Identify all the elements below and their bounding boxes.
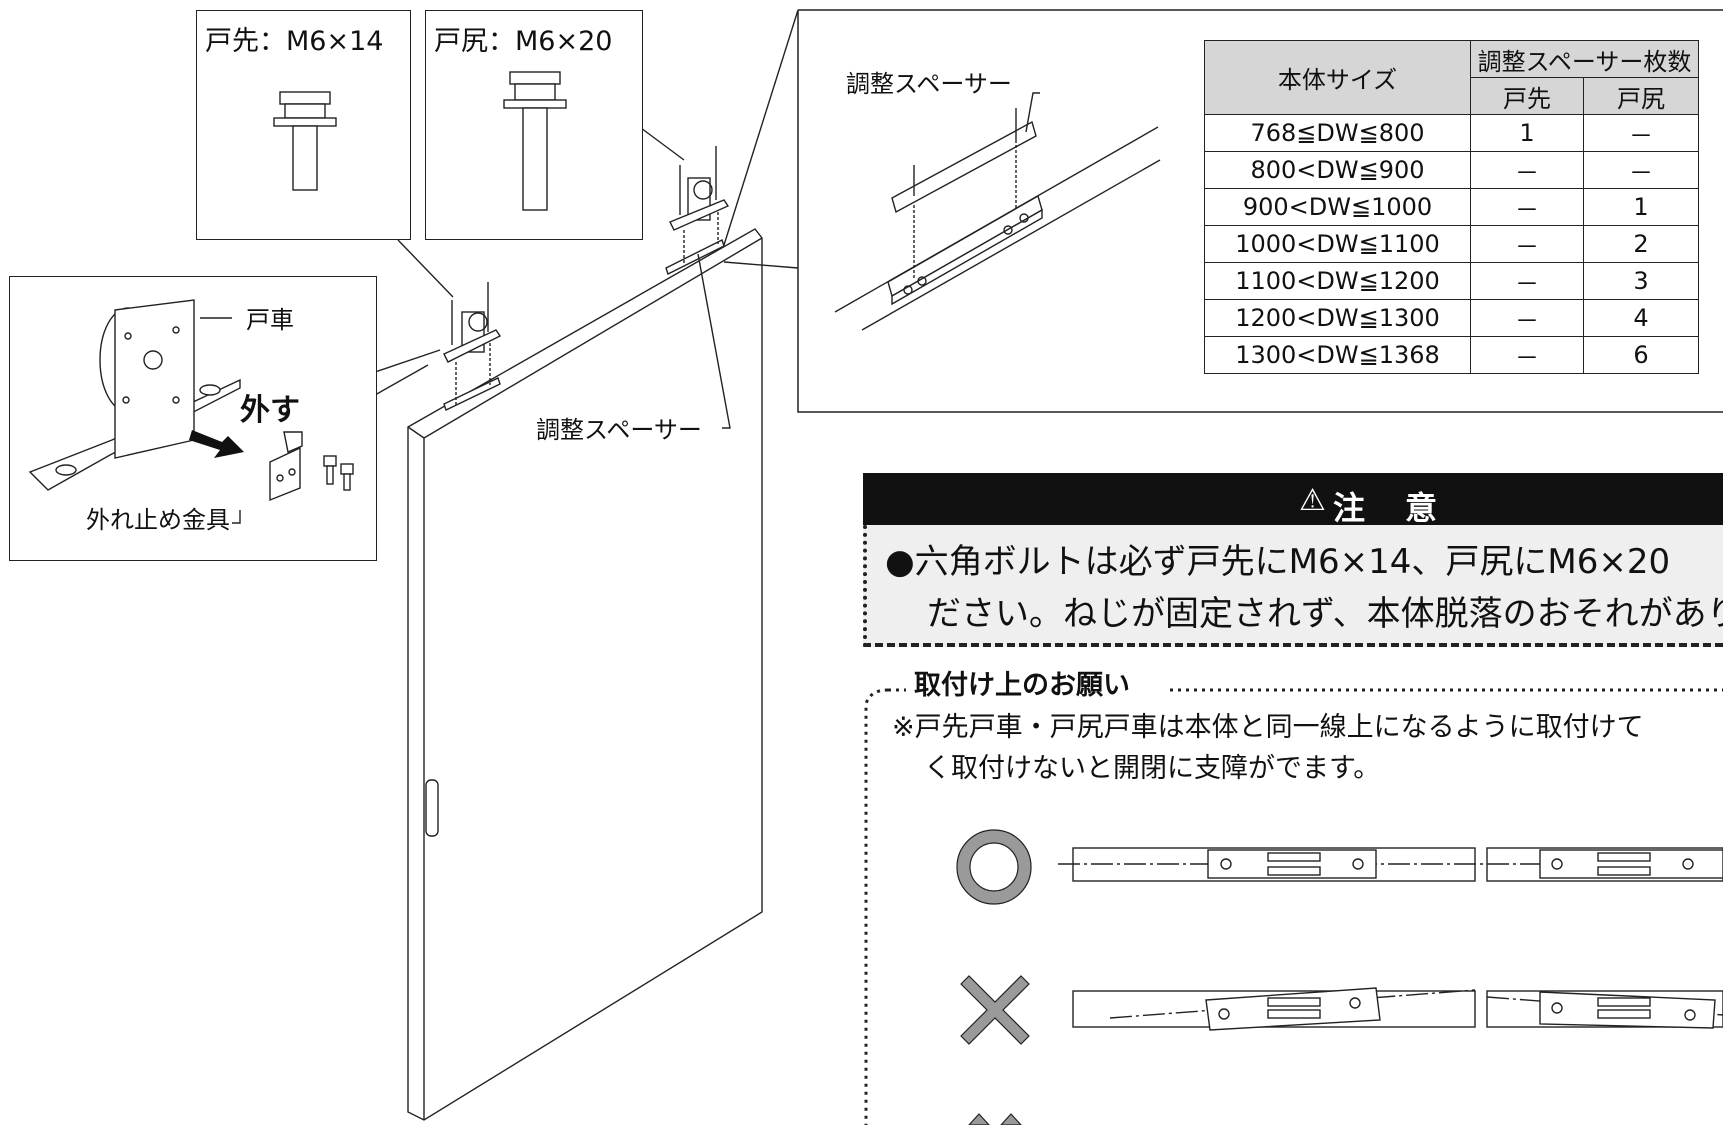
warning-triangle-icon: ⚠ xyxy=(1299,483,1326,518)
size-cell: 800<DW≦900 xyxy=(1204,151,1471,189)
door-roller-front xyxy=(443,282,502,405)
col-rear-header: 戸尻 xyxy=(1583,77,1699,115)
front-cell: － xyxy=(1470,336,1584,374)
col-size-header: 本体サイズ xyxy=(1204,40,1471,115)
door-panel xyxy=(407,228,763,1121)
front-cell: － xyxy=(1470,151,1584,189)
notice-title: 取付け上のお願い xyxy=(910,672,1134,699)
table-row: 800<DW≦900 － － xyxy=(1204,151,1699,189)
size-cell: 900<DW≦1000 xyxy=(1204,188,1471,226)
rear-cell: 6 xyxy=(1583,336,1699,374)
table-row: 900<DW≦1000 － 1 xyxy=(1204,188,1699,226)
bolt-callout-rear: 戸尻：M6×20 xyxy=(425,10,643,240)
size-cell: 1000<DW≦1100 xyxy=(1204,225,1471,263)
front-cell: － xyxy=(1470,262,1584,300)
bolt-callout-rear-label: 戸尻：M6×20 xyxy=(434,26,613,57)
rear-cell: － xyxy=(1583,151,1699,189)
rear-cell: － xyxy=(1583,114,1699,152)
spacer-table: 本体サイズ 調整スペーサー枚数 戸先 戸尻 768≦DW≦800 1 － 800… xyxy=(1204,40,1699,374)
remove-label: 外す xyxy=(240,393,300,428)
size-cell: 1200<DW≦1300 xyxy=(1204,299,1471,337)
table-row: 1300<DW≦1368 － 6 xyxy=(1204,336,1699,374)
rear-cell: 2 xyxy=(1583,225,1699,263)
size-cell: 768≦DW≦800 xyxy=(1204,114,1471,152)
stopper-label: 外れ止め金具 xyxy=(86,506,230,534)
caution-line-1: ●六角ボルトは必ず戸先にM6×14、戸尻にM6×20 xyxy=(885,542,1671,582)
notice-line-1: ※戸先戸車・戸尻戸車は本体と同一線上になるように取付けて xyxy=(892,712,1644,743)
door-roller-rear xyxy=(669,146,730,265)
table-row: 1000<DW≦1100 － 2 xyxy=(1204,225,1699,263)
caution-header: ⚠ 注 意 xyxy=(863,473,1723,527)
door-spacer-label: 調整スペーサー xyxy=(536,416,702,444)
table-row: 768≦DW≦800 1 － xyxy=(1204,114,1699,152)
size-cell: 1100<DW≦1200 xyxy=(1204,262,1471,300)
table-row: 1200<DW≦1300 － 4 xyxy=(1204,299,1699,337)
front-cell: － xyxy=(1470,188,1584,226)
spacer-detail-label: 調整スペーサー xyxy=(846,70,1012,98)
size-cell: 1300<DW≦1368 xyxy=(1204,336,1471,374)
rear-cell: 4 xyxy=(1583,299,1699,337)
bolt-callout-front-label: 戸先：M6×14 xyxy=(205,26,384,57)
front-cell: － xyxy=(1470,299,1584,337)
partial-mark-icon xyxy=(968,1113,1022,1125)
rear-cell: 1 xyxy=(1583,188,1699,226)
circle-ok-icon xyxy=(956,829,1032,905)
rear-cell: 3 xyxy=(1583,262,1699,300)
front-cell: － xyxy=(1470,225,1584,263)
cross-ng-icon xyxy=(960,975,1030,1045)
roller-label: 戸車 xyxy=(246,306,294,334)
front-cell: 1 xyxy=(1470,114,1584,152)
caution-title: 注 意 xyxy=(1333,489,1442,527)
table-row: 1100<DW≦1200 － 3 xyxy=(1204,262,1699,300)
notice-line-2: く取付けないと開閉に支障がでます。 xyxy=(924,753,1381,784)
col-count-header: 調整スペーサー枚数 xyxy=(1470,40,1699,78)
col-front-header: 戸先 xyxy=(1470,77,1584,115)
caution-line-2: ださい。ねじが固定されず、本体脱落のおそれがあり xyxy=(927,594,1723,634)
caution-body: ●六角ボルトは必ず戸先にM6×14、戸尻にM6×20 ださい。ねじが固定されず、… xyxy=(863,525,1723,647)
